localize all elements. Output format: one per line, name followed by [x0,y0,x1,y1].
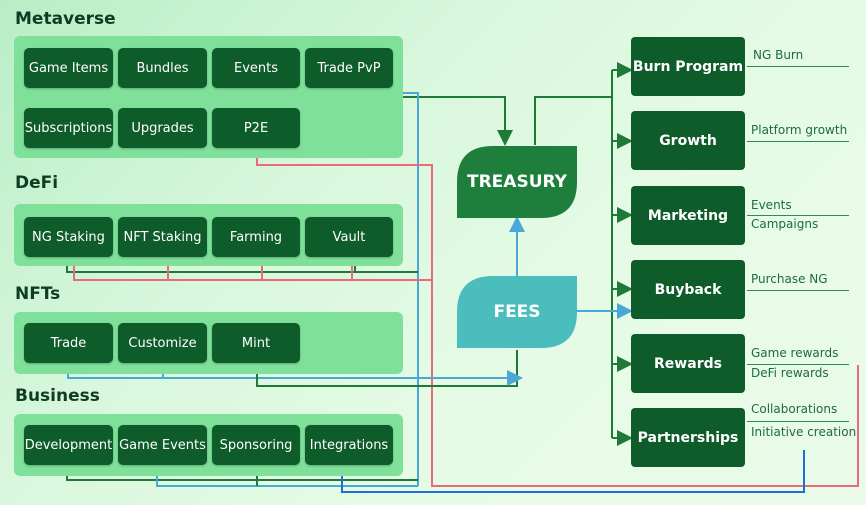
note-collaborations: Collaborations [751,402,838,416]
note-initiative-creation: Initiative creation [751,425,857,439]
node-subscriptions: Subscriptions [24,108,113,148]
note-defi-rewards: DeFi rewards [751,366,829,380]
group-heading-business: Business [15,386,100,406]
note-ng-burn: NG Burn [753,48,804,62]
note-events: Events [751,198,792,212]
note-underline [747,66,849,67]
fees-shape [457,276,577,348]
output-buyback: Buyback [631,260,745,319]
node-customize: Customize [118,323,207,363]
node-farming: Farming [212,217,300,257]
node-ng-staking: NG Staking [24,217,113,257]
node-nft-staking: NFT Staking [118,217,207,257]
node-trade: Trade [24,323,113,363]
note-campaigns: Campaigns [751,217,819,231]
group-heading-nfts: NFTs [15,284,61,304]
note-platform-growth: Platform growth [751,123,848,137]
output-partnerships: Partnerships [631,408,745,467]
note-underline [747,421,849,422]
note-purchase-ng: Purchase NG [751,272,828,286]
note-underline [747,364,849,365]
group-heading-metaverse: Metaverse [15,9,116,29]
node-bundles: Bundles [118,48,207,88]
note-underline [747,290,849,291]
node-development: Development [24,425,113,465]
node-p2e: P2E [212,108,300,148]
node-events: Events [212,48,300,88]
group-heading-defi: DeFi [15,173,59,193]
treasury-label: TREASURY [467,172,567,192]
node-vault: Vault [305,217,393,257]
output-growth: Growth [631,111,745,170]
node-sponsoring: Sponsoring [212,425,300,465]
treasury-shape [457,146,577,218]
node-trade-pvp: Trade PvP [305,48,393,88]
note-game-rewards: Game rewards [751,346,839,360]
node-upgrades: Upgrades [118,108,207,148]
node-integrations: Integrations [305,425,393,465]
node-game-items: Game Items [24,48,113,88]
note-underline [747,215,849,216]
output-rewards: Rewards [631,334,745,393]
output-marketing: Marketing [631,186,745,245]
note-underline [747,141,849,142]
output-burn-program: Burn Program [631,37,745,96]
fees-label: FEES [493,302,541,322]
node-game-events: Game Events [118,425,207,465]
node-mint: Mint [212,323,300,363]
